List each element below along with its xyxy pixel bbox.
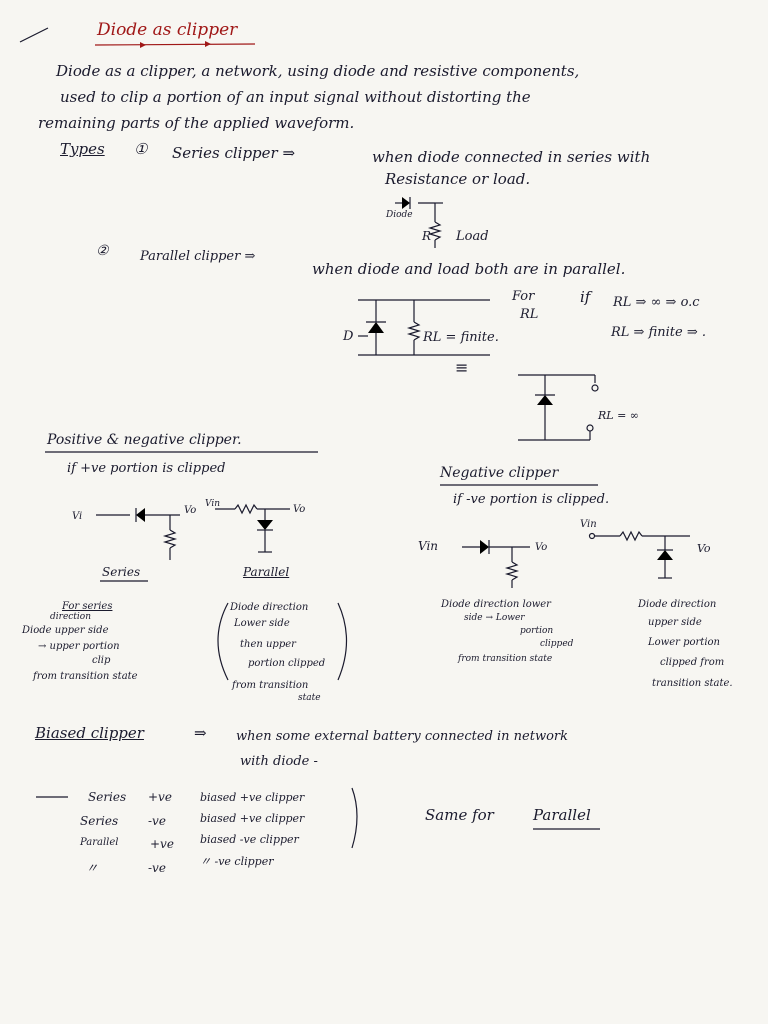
type2-name: Parallel clipper ⇒ — [140, 249, 256, 264]
biased-row-3-c: 〃 -ve clipper — [200, 855, 274, 868]
intro-line-1: Diode as a clipper, a network, using dio… — [56, 62, 580, 80]
parallel-if-label: if — [580, 288, 591, 306]
biased-row-0-b: +ve — [148, 790, 172, 804]
parallel-cond-1: RL ⇒ ∞ ⇒ o.c — [613, 295, 700, 310]
neg-series-note-0: Diode direction lower — [441, 599, 551, 610]
neg-series-note-1: side → Lower — [464, 613, 525, 623]
pos-series-note-1: direction — [50, 612, 92, 622]
parallel-d-label: D — [343, 329, 354, 344]
pos-parallel-note-2: then upper — [240, 639, 296, 650]
series-diode-label: Diode — [386, 210, 413, 220]
rl-infinity-label: RL = ∞ — [598, 409, 639, 422]
series-r-label: R — [422, 229, 432, 243]
intro-line-2: used to clip a portion of an input signa… — [60, 88, 531, 106]
pos-series-label: Series — [102, 565, 141, 579]
equivalent-figure — [518, 374, 599, 441]
title-underline — [94, 43, 256, 46]
biased-row-2-a: Parallel — [80, 837, 119, 848]
pos-parallel-label: Parallel — [243, 565, 290, 579]
pos-parallel-note-1: Lower side — [234, 618, 290, 629]
biased-desc-1: when some external battery connected in … — [236, 729, 569, 744]
positive-heading: Positive & negative clipper. — [47, 432, 242, 448]
biased-row-0-c: biased +ve clipper — [200, 791, 305, 804]
page-title: Diode as clipper — [97, 20, 238, 40]
neg-parallel-note-1: upper side — [648, 617, 702, 628]
biased-row-3-b: -ve — [148, 861, 166, 875]
pos-series-note-3: → upper portion — [38, 641, 120, 652]
title-arrow-2 — [205, 41, 211, 47]
parallel-for-rl: RL — [520, 307, 539, 322]
biased-bracket — [351, 787, 358, 849]
parallel-for-label: For — [512, 289, 535, 304]
pos-series-note-5: from transition state — [33, 671, 138, 682]
neg-parallel-note-4: transition state. — [652, 678, 733, 689]
types-label: Types — [60, 140, 105, 158]
biased-row-3-a: 〃 — [86, 861, 99, 875]
neg-series-note-4: from transition state — [458, 654, 553, 664]
negative-desc: if -ve portion is clipped. — [453, 492, 610, 507]
neg-vin2-label: Vin — [580, 519, 597, 530]
corner-pen-mark — [19, 27, 49, 43]
pos-vin-label: Vin — [205, 499, 221, 509]
equivalent-symbol: ≡ — [455, 358, 469, 377]
pos-series-note-0: For series — [62, 601, 113, 612]
series-diode-figure — [395, 197, 443, 248]
biased-row-1-c: biased +ve clipper — [200, 812, 305, 825]
pos-vo2-label: Vo — [293, 504, 306, 515]
pos-parallel-note-3: portion clipped — [248, 658, 326, 669]
pos-series-note-2: Diode upper side — [22, 625, 109, 636]
same-for-label: Same for — [425, 806, 494, 824]
parallel-rl-label: RL = finite. — [423, 330, 499, 345]
neg-series-note-3: clipped — [540, 639, 574, 649]
biased-heading: Biased clipper — [35, 724, 144, 742]
negative-heading: Negative clipper — [440, 465, 559, 481]
type2-number: ② — [96, 243, 109, 259]
parallel-note-bracket-right — [337, 602, 348, 681]
pos-vi-label: Vi — [72, 511, 83, 522]
pos-parallel-note-4: from transition — [232, 680, 309, 691]
biased-row-2-b: +ve — [150, 837, 174, 851]
pos-parallel-note-5: state — [298, 693, 321, 703]
biased-row-2-c: biased -ve clipper — [200, 833, 299, 846]
neg-parallel-note-2: Lower portion — [648, 637, 720, 648]
negative-parallel-circuit — [588, 530, 690, 579]
negative-series-circuit — [462, 540, 530, 588]
type1-name: Series clipper ⇒ — [172, 144, 296, 162]
biased-arrow: ⇒ — [194, 724, 207, 742]
title-arrow-1 — [140, 42, 146, 48]
neg-parallel-note-3: clipped from — [660, 657, 725, 668]
neg-vo2-label: Vo — [697, 542, 711, 555]
positive-desc: if +ve portion is clipped — [67, 461, 226, 476]
biased-row-1-b: -ve — [148, 814, 166, 828]
positive-parallel-circuit — [215, 503, 290, 553]
positive-series-circuit — [96, 508, 180, 560]
biased-row-0-a: Series — [88, 790, 127, 804]
intro-line-3: remaining parts of the applied waveform. — [38, 114, 355, 132]
parallel-cond-2: RL ⇒ finite ⇒ . — [611, 325, 706, 340]
biased-desc-2: with diode - — [240, 754, 318, 769]
type1-number: ① — [134, 140, 148, 158]
pos-series-note-4: clip — [92, 655, 111, 666]
biased-row-1-a: Series — [80, 814, 119, 828]
same-for-parallel: Parallel — [533, 806, 591, 824]
parallel-note-bracket-left — [217, 602, 229, 681]
pos-vo-label: Vo — [184, 505, 197, 516]
type1-desc-2: Resistance or load. — [385, 170, 531, 188]
neg-parallel-note-0: Diode direction — [638, 599, 717, 610]
neg-vin-label: Vin — [418, 539, 439, 553]
pos-parallel-note-0: Diode direction — [230, 602, 309, 613]
type1-desc-1: when diode connected in series with — [372, 148, 651, 166]
neg-vo-label: Vo — [535, 542, 548, 553]
parallel-clipper-figure — [358, 299, 490, 356]
type2-desc: when diode and load both are in parallel… — [312, 260, 626, 278]
neg-series-note-2: portion — [520, 626, 554, 636]
series-load-label: Load — [456, 229, 489, 244]
